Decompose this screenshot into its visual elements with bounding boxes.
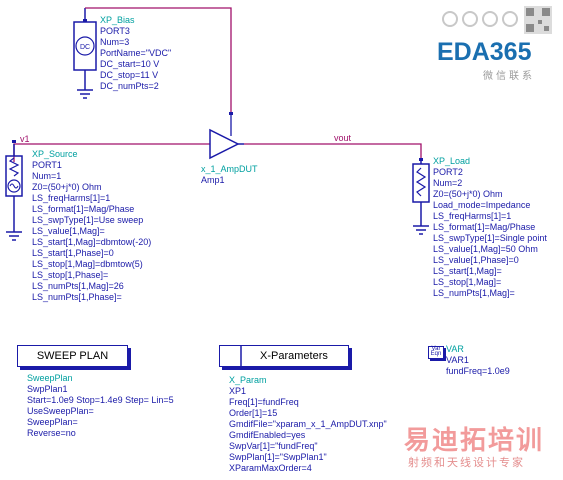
- source-line: LS_start[1,Mag]=dbmtow(-20): [32, 237, 152, 247]
- bias-title: XP_Bias: [100, 15, 135, 25]
- x-parameters-line: GmdifEnabled=yes: [229, 430, 306, 440]
- bias-ground-icon: [77, 89, 93, 99]
- load-ground-icon: [413, 225, 429, 235]
- watermark-sub-text: 射频和天线设计专家: [408, 457, 525, 469]
- bias-line: PORT3: [100, 26, 130, 36]
- load-line: LS_format[1]=Mag/Phase: [433, 222, 536, 232]
- amplifier-symbol[interactable]: [209, 112, 244, 160]
- var-eqn-icon-text: Var Eqn: [430, 346, 442, 357]
- sweep-plan-parameters: SweepPlan SwpPlan1 Start=1.0e9 Stop=1.4e…: [27, 373, 174, 439]
- sweep-plan-line: SweepPlan=: [27, 417, 78, 427]
- watermark: 易迪拓培训 射频和天线设计专家: [404, 420, 562, 476]
- source-parameters: XP_Source PORT1 Num=1 Z0=(50+j*0) Ohm LS…: [32, 149, 151, 303]
- source-line: Num=1: [32, 171, 62, 181]
- source-line: LS_swpType[1]=Use sweep: [32, 215, 144, 225]
- eda365-logo-text: EDA365: [437, 38, 532, 66]
- load-line: LS_freqHarms[1]=1: [433, 211, 512, 221]
- var-title: VAR: [446, 344, 464, 354]
- source-wire-label: v1: [20, 134, 30, 144]
- x-parameters-line: Freq[1]=fundFreq: [229, 397, 299, 407]
- source-line: PORT1: [32, 160, 62, 170]
- var-parameters: VAR VAR1 fundFreq=1.0e9: [446, 344, 510, 377]
- source-title: XP_Source: [32, 149, 78, 159]
- sweep-plan-line: Start=1.0e9 Stop=1.4e9 Step= Lin=5: [27, 395, 174, 405]
- sweep-plan-line: UseSweepPlan=: [27, 406, 94, 416]
- load-line: Z0=(50+j*0) Ohm: [433, 189, 503, 199]
- bias-line: Num=3: [100, 37, 130, 47]
- vout-wire-label: vout: [334, 133, 352, 143]
- bias-line: DC_start=10 V: [100, 59, 160, 69]
- sweep-plan-line: SwpPlan1: [27, 384, 68, 394]
- source-line: LS_start[1,Phase]=0: [32, 248, 114, 258]
- load-line: LS_value[1,Phase]=0: [433, 255, 519, 265]
- bias-wire[interactable]: [85, 7, 232, 112]
- source-ground-icon: [6, 231, 22, 241]
- x-parameters-line: XParamMaxOrder=4: [229, 463, 312, 473]
- load-line: Load_mode=Impedance: [433, 200, 531, 210]
- eda365-logo-graphic: [442, 6, 552, 34]
- amp-line: Amp1: [201, 175, 225, 185]
- sweep-plan-line: Reverse=no: [27, 428, 76, 438]
- sweep-plan-button-label: SWEEP PLAN: [36, 350, 109, 362]
- source-port-symbol[interactable]: [5, 144, 23, 232]
- load-line: LS_numPts[1,Mag]=: [433, 288, 515, 298]
- x-parameters-parameters: X_Param XP1 Freq[1]=fundFreq Order[1]=15…: [229, 375, 387, 474]
- source-line: LS_stop[1,Phase]=: [32, 270, 109, 280]
- source-line: Z0=(50+j*0) Ohm: [32, 182, 102, 192]
- x-parameters-button-label: X-Parameters: [260, 350, 328, 362]
- sweep-plan-button[interactable]: SWEEP PLAN: [17, 345, 128, 367]
- x-parameters-gear-overlay: [240, 345, 242, 367]
- bias-dc-text: DC: [80, 44, 90, 51]
- source-line: LS_stop[1,Mag]=dbmtow(5): [32, 259, 143, 269]
- load-parameters: XP_Load PORT2 Num=2 Z0=(50+j*0) Ohm Load…: [433, 156, 547, 299]
- load-line: Num=2: [433, 178, 463, 188]
- eda365-logo: EDA365 微信联系: [437, 38, 557, 83]
- source-line: LS_freqHarms[1]=1: [32, 193, 111, 203]
- load-line: LS_swpType[1]=Single point: [433, 233, 547, 243]
- load-line: LS_value[1,Mag]=50 Ohm: [433, 244, 538, 254]
- bias-line: DC_numPts=2: [100, 81, 159, 91]
- source-line: LS_format[1]=Mag/Phase: [32, 204, 135, 214]
- bias-line: PortName="VDC": [100, 48, 172, 58]
- x-parameters-line: Order[1]=15: [229, 408, 278, 418]
- x-parameters-line: SwpVar[1]="fundFreq": [229, 441, 318, 451]
- pin-markers: [12, 19, 423, 161]
- var-eqn-icon[interactable]: Var Eqn: [428, 346, 444, 359]
- eda365-logo-subtext: 微信联系: [483, 71, 535, 82]
- source-line: LS_numPts[1,Mag]=26: [32, 281, 124, 291]
- var-line: VAR1: [446, 355, 469, 365]
- source-line: LS_value[1,Mag]=: [32, 226, 105, 236]
- watermark-main-text: 易迪拓培训: [404, 425, 545, 455]
- load-port-symbol[interactable]: [412, 160, 430, 226]
- source-line: LS_numPts[1,Phase]=: [32, 292, 122, 302]
- load-line: LS_start[1,Mag]=: [433, 266, 502, 276]
- x-parameters-line: XP1: [229, 386, 247, 396]
- sweep-plan-title: SweepPlan: [27, 373, 73, 383]
- load-line: PORT2: [433, 167, 463, 177]
- x-parameters-title: X_Param: [229, 375, 267, 385]
- amp-parameters: x_1_AmpDUT Amp1: [201, 164, 258, 186]
- var-line: fundFreq=1.0e9: [446, 366, 510, 376]
- x-parameters-button[interactable]: X-Parameters: [219, 345, 349, 367]
- load-line: LS_stop[1,Mag]=: [433, 277, 502, 287]
- bias-parameters: XP_Bias PORT3 Num=3 PortName="VDC" DC_st…: [100, 15, 171, 92]
- bias-line: DC_stop=11 V: [100, 70, 159, 80]
- x-parameters-line: GmdifFile="xparam_x_1_AmpDUT.xnp": [229, 419, 387, 429]
- amp-instance-name: x_1_AmpDUT: [201, 164, 258, 174]
- x-parameters-line: SwpPlan[1]="SwpPlan1": [229, 452, 327, 462]
- load-title: XP_Load: [433, 156, 471, 166]
